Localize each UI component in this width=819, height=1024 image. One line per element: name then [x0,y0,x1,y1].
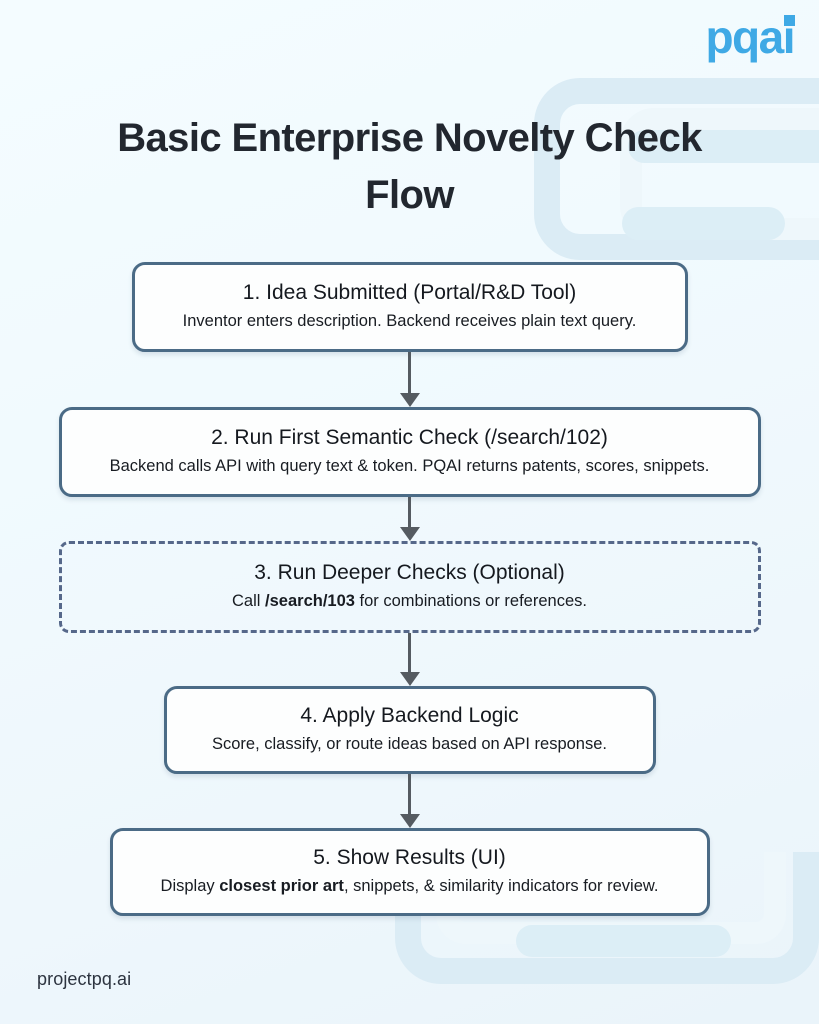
desc-text-prefix: Inventor enters description. Backend rec… [182,312,637,331]
desc-text-suffix: for combinations or references. [354,592,587,611]
arrow-shaft [408,633,411,673]
logo-wordmark: pqai [705,11,795,63]
desc-text-prefix: Score, classify, or route ideas based on… [212,735,607,754]
flow-arrow-2-to-3 [397,497,423,541]
flow-node-description: Call /search/103 for combinations or ref… [80,591,740,613]
flow-node-title: 4. Apply Backend Logic [300,703,519,727]
flowchart: 1. Idea Submitted (Portal/R&D Tool) Inve… [0,262,819,916]
arrow-head-icon [399,814,420,828]
flow-node-title: 1. Idea Submitted (Portal/R&D Tool) [242,280,577,304]
arrow-head-icon [399,527,420,541]
page-title: Basic Enterprise Novelty Check Flow [117,116,702,217]
logo-square-dot-icon [784,15,795,26]
arrow-head-icon [399,672,420,686]
flow-arrow-3-to-4 [397,633,423,686]
desc-text-prefix: Display [160,877,220,896]
flow-arrow-1-to-2 [397,352,423,407]
arrow-head-icon [399,393,420,407]
flow-node-description: Inventor enters description. Backend rec… [153,311,667,333]
flow-node-title: 2. Run First Semantic Check (/search/102… [211,425,608,449]
desc-text-emphasis: /search/103 [265,592,355,611]
pqai-logo: pqai [705,14,795,60]
arrow-shaft [408,497,411,528]
flow-node-step-5: 5. Show Results (UI) Display closest pri… [109,828,710,916]
desc-text-prefix: Call [232,592,266,611]
flow-node-step-1: 1. Idea Submitted (Portal/R&D Tool) Inve… [131,262,688,352]
flow-node-step-3-optional: 3. Run Deeper Checks (Optional) Call /se… [58,541,761,633]
flow-node-step-2: 2. Run First Semantic Check (/search/102… [58,407,761,497]
flow-node-title: 5. Show Results (UI) [313,845,506,869]
flow-node-title: 3. Run Deeper Checks (Optional) [254,560,565,584]
flow-arrow-4-to-5 [397,774,423,828]
footer-site-label: projectpq.ai [37,969,132,989]
flow-node-description: Display closest prior art, snippets, & s… [131,876,689,898]
desc-text-suffix: , snippets, & similarity indicators for … [343,877,659,896]
arrow-shaft [408,352,411,394]
desc-text-emphasis: closest prior art [219,877,344,896]
flow-node-description: Backend calls API with query text & toke… [80,456,740,478]
desc-text-prefix: Backend calls API with query text & toke… [109,457,710,476]
flow-node-step-4: 4. Apply Backend Logic Score, classify, … [163,686,656,774]
decor-bottom-bar-1 [516,925,731,957]
arrow-shaft [408,774,411,815]
flow-node-description: Score, classify, or route ideas based on… [185,734,635,756]
